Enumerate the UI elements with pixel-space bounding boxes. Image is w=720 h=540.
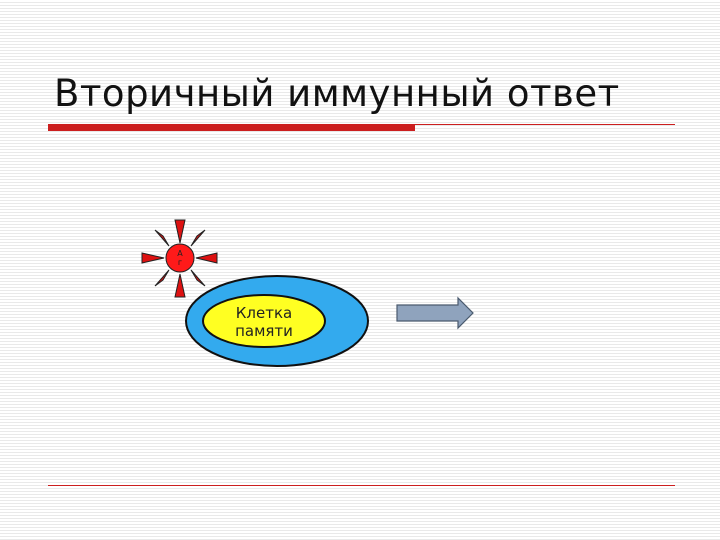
antigen-ray: [190, 269, 206, 287]
memory-cell-label-line2: памяти: [235, 322, 293, 340]
memory-cell-nucleus: [202, 294, 326, 348]
memory-cell: Клетка памяти: [185, 275, 369, 367]
memory-cell-label-line1: Клетка: [236, 304, 292, 322]
antigen-label-line1: А: [177, 249, 183, 258]
antigen-ray: [154, 229, 170, 247]
antigen-symbol: А г: [141, 219, 218, 298]
footer-rule: [48, 485, 675, 486]
title-underline-thick: [48, 124, 415, 131]
antigen-ray: [195, 252, 218, 264]
antigen-label-line2: г: [178, 258, 182, 267]
antigen-ray: [141, 252, 165, 264]
antigen-ray: [174, 219, 186, 244]
antigen-ray: [174, 273, 186, 298]
antigen-ray: [190, 229, 206, 247]
antigen-ray: [154, 269, 170, 287]
process-arrow: [396, 296, 474, 330]
slide-title: Вторичный иммунный ответ: [54, 72, 620, 115]
title-underline-thin: [415, 124, 675, 125]
antigen-core: [165, 243, 195, 273]
